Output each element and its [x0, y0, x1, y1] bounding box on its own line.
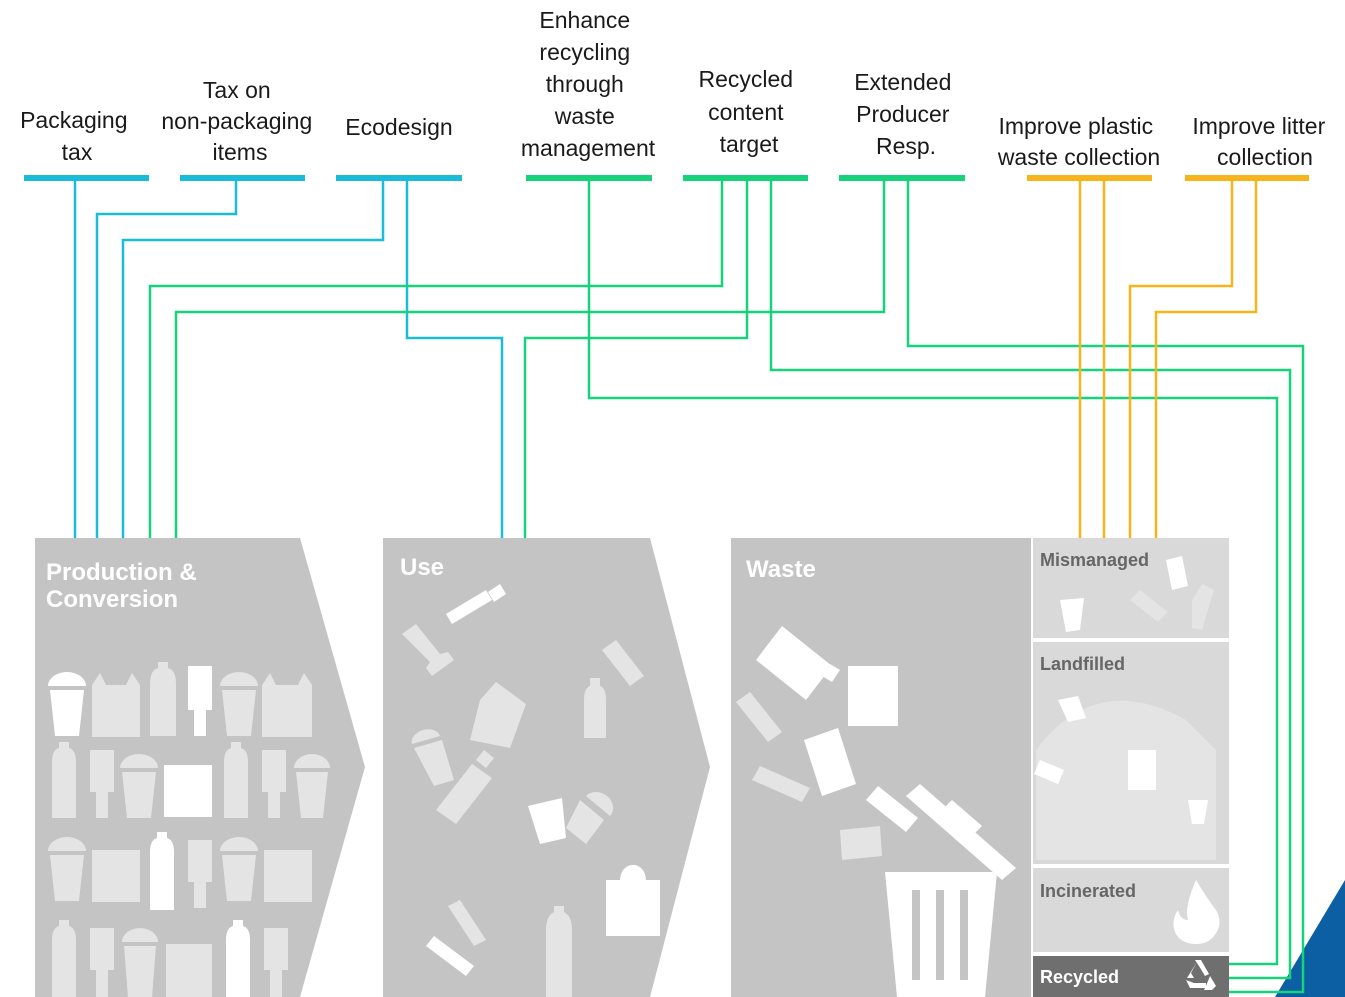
ecodesign-label: Ecodesign [345, 114, 452, 140]
plastic-bag-icon [264, 850, 312, 902]
waste-items [736, 626, 1016, 997]
bottle-icon [752, 766, 810, 802]
cup-icon [411, 729, 454, 786]
cup-icon [1060, 598, 1084, 632]
recycled-content-label: Recycled content target [699, 66, 800, 157]
cup-icon [1058, 696, 1086, 722]
cup-icon [1166, 556, 1188, 590]
plastic-bag-icon [606, 864, 660, 936]
bottle-icon [150, 832, 174, 910]
landfilled-label: Landfilled [1040, 654, 1125, 674]
cup-icon [528, 798, 566, 844]
improve-litter-collection-label: Improve litter collection [1192, 113, 1331, 170]
cup-icon [120, 754, 158, 818]
mismanaged-label: Mismanaged [1040, 550, 1149, 570]
bottle-icon [262, 750, 286, 818]
improve-plastic-collection-label: Improve plastic waste collection [997, 113, 1160, 170]
plastic-bag-icon [92, 673, 140, 737]
bottle-icon [436, 750, 494, 824]
production-items [48, 662, 330, 997]
cup-icon [220, 837, 258, 901]
use-stage-label: Use [400, 554, 444, 581]
bottle-icon [224, 742, 248, 818]
packaging-tax-bar [24, 175, 149, 181]
cup-icon [122, 928, 158, 997]
bottle-icon [1130, 590, 1168, 622]
plastic-bag-icon [848, 666, 898, 726]
tax-non-packaging-bar [180, 175, 305, 181]
bottle-icon [756, 626, 840, 700]
plastic-bag-icon [1128, 750, 1156, 790]
bottle-icon [226, 920, 250, 997]
use-items [402, 584, 660, 997]
cup-icon [294, 754, 330, 818]
recycled-label: Recycled [1040, 967, 1119, 987]
plastic-bag-icon [164, 765, 212, 817]
bottle-icon [1192, 584, 1214, 630]
bottle-icon [264, 928, 288, 997]
plastic-bag-icon [262, 673, 312, 737]
cup-icon [840, 826, 882, 860]
improve-plastic-collection-bar [1027, 175, 1152, 181]
bottle-icon [602, 640, 644, 686]
plastic-bag-icon [470, 682, 526, 748]
cup-icon [220, 672, 258, 736]
cup-icon [1188, 800, 1208, 824]
bottle-icon [52, 742, 76, 818]
improve-litter-collection-bar [1185, 175, 1309, 181]
bottle-icon [1034, 760, 1064, 784]
connectors [73, 181, 1305, 994]
tax-non-packaging-label: Tax on non-packaging items [161, 77, 318, 165]
bottle-icon [804, 728, 856, 796]
bottle-icon [402, 624, 454, 676]
bottle-icon [52, 920, 76, 997]
recycled-box [1033, 956, 1229, 997]
landfill-pile [1036, 700, 1216, 860]
cup-icon [566, 791, 614, 844]
packaging-tax-label: Packaging tax [20, 107, 134, 165]
bottle-icon [90, 750, 114, 818]
landfilled-items [1034, 696, 1216, 860]
bottle-icon [866, 786, 918, 832]
epr-bar [839, 175, 965, 181]
cup-icon [48, 672, 86, 736]
cup-icon [48, 837, 86, 901]
trash-bin-lid [906, 784, 1016, 880]
plastic-bag-icon [166, 944, 212, 997]
waste-stage-label: Waste [746, 556, 816, 583]
bottle-icon [188, 840, 212, 908]
production-stage-label: Production & Conversion [46, 559, 203, 613]
bottle-icon [448, 900, 486, 946]
recycled-content-bar [683, 175, 808, 181]
bottle-icon [150, 662, 176, 736]
bottle-icon [188, 666, 212, 736]
plastic-bag-icon [92, 850, 140, 902]
enhance-recycling-label: Enhance recycling through waste manageme… [521, 7, 656, 161]
bottle-icon [736, 692, 782, 742]
flame-icon [1173, 880, 1220, 944]
ecodesign-bar [336, 175, 462, 181]
bottle-icon [426, 936, 474, 976]
bottle-icon [584, 678, 606, 738]
enhance-recycling-bar [526, 175, 652, 181]
bottle-icon [446, 584, 506, 624]
epr-label: Extended Producer Resp. [854, 69, 958, 159]
bottle-icon [90, 928, 114, 997]
mismanaged-items [1060, 556, 1214, 632]
recycle-icon [1186, 960, 1216, 990]
incinerated-label: Incinerated [1040, 881, 1136, 901]
bottle-icon [546, 906, 572, 997]
corner-accent [1275, 880, 1345, 997]
